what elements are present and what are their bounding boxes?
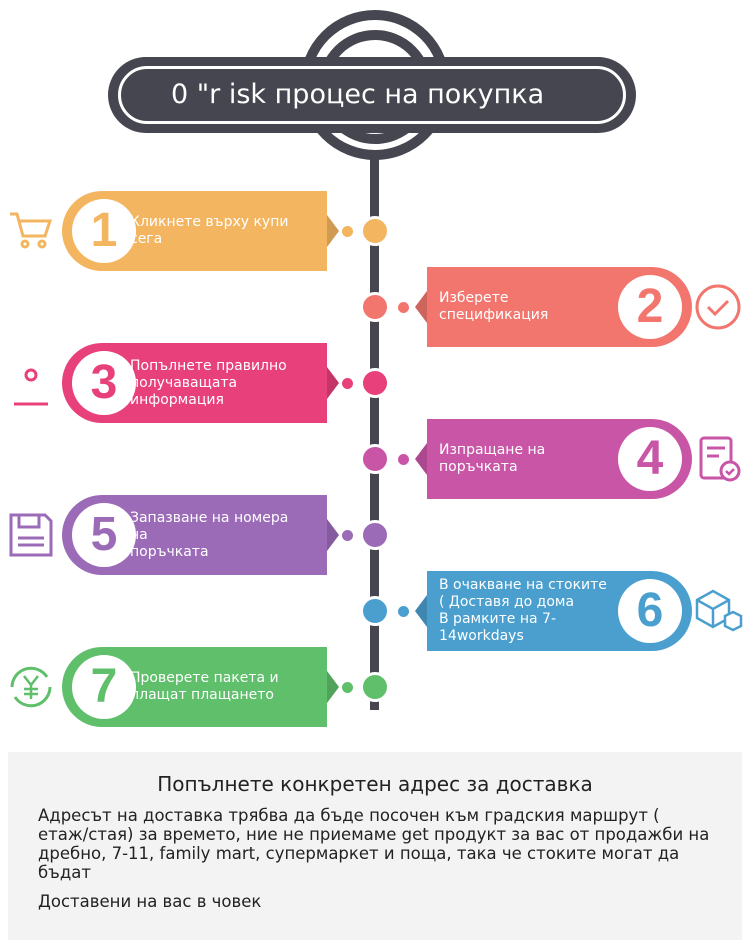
- step-text: поръчката: [130, 543, 209, 560]
- save-disk-icon: [9, 513, 53, 557]
- step-text: Кликнете върху купи: [130, 214, 289, 230]
- timeline-dot: [360, 292, 390, 322]
- info-paragraph-2: Доставени на вас в човек: [38, 892, 262, 911]
- order-document-icon: [699, 436, 741, 482]
- connector-dot: [342, 226, 353, 237]
- step-number: 3: [72, 351, 136, 415]
- info-heading: Попълнете конкретен адрес за доставка: [157, 772, 593, 796]
- step-text: В рамките на 7-14workdays: [439, 611, 556, 644]
- step-text: Изберете спецификация: [439, 290, 549, 323]
- step-text: ( Доставя до дома: [439, 594, 575, 610]
- step-text: плащат плащането: [130, 687, 274, 703]
- yuan-refresh-icon: [10, 666, 52, 708]
- timeline-dot: [360, 216, 390, 246]
- connector-dot: [398, 454, 409, 465]
- step-text: сега: [130, 231, 163, 247]
- step-number: 2: [618, 275, 682, 339]
- step-number: 7: [72, 655, 136, 719]
- step-text: получаващата информация: [130, 374, 238, 408]
- connector-dot: [398, 606, 409, 617]
- step-number: 6: [618, 579, 682, 643]
- page-title: 0 "r isk процес на покупка: [171, 79, 545, 110]
- check-circle-icon: [695, 284, 741, 330]
- timeline-dot: [360, 368, 390, 398]
- step-number: 5: [72, 503, 136, 567]
- shopping-cart-icon: [10, 212, 53, 249]
- title-banner: 0 "r isk процес на покупка: [108, 57, 636, 133]
- timeline-dot: [360, 672, 390, 702]
- location-pin-icon: [14, 368, 48, 406]
- step-4-card: 4 Изпращане на поръчката: [427, 419, 692, 499]
- step-6-card: 6 В очакване на стоките( Доставя до дома…: [427, 571, 692, 651]
- step-number: 4: [618, 427, 682, 491]
- step-number: 1: [72, 199, 136, 263]
- delivery-info-box: Попълнете конкретен адрес за доставка Ад…: [8, 752, 742, 940]
- timeline-dot: [360, 444, 390, 474]
- timeline-dot: [360, 596, 390, 626]
- info-paragraph: Адресът на доставка трябва да бъде посоч…: [38, 806, 710, 882]
- connector-dot: [342, 682, 353, 693]
- connector-dot: [398, 302, 409, 313]
- step-2-card: 2 Изберете спецификация: [427, 267, 692, 347]
- package-boxes-icon: [695, 589, 743, 632]
- connector-dot: [342, 378, 353, 389]
- step-text: Проверете пакета и: [130, 670, 279, 686]
- step-text: Попълнете правилно: [130, 357, 287, 374]
- timeline-line: [370, 150, 379, 710]
- step-text: Изпращане на поръчката: [439, 442, 546, 475]
- timeline-dot: [360, 520, 390, 550]
- step-text: Запазване на номера на: [130, 509, 289, 543]
- step-text: В очакване на стоките: [439, 577, 607, 593]
- connector-dot: [342, 530, 353, 541]
